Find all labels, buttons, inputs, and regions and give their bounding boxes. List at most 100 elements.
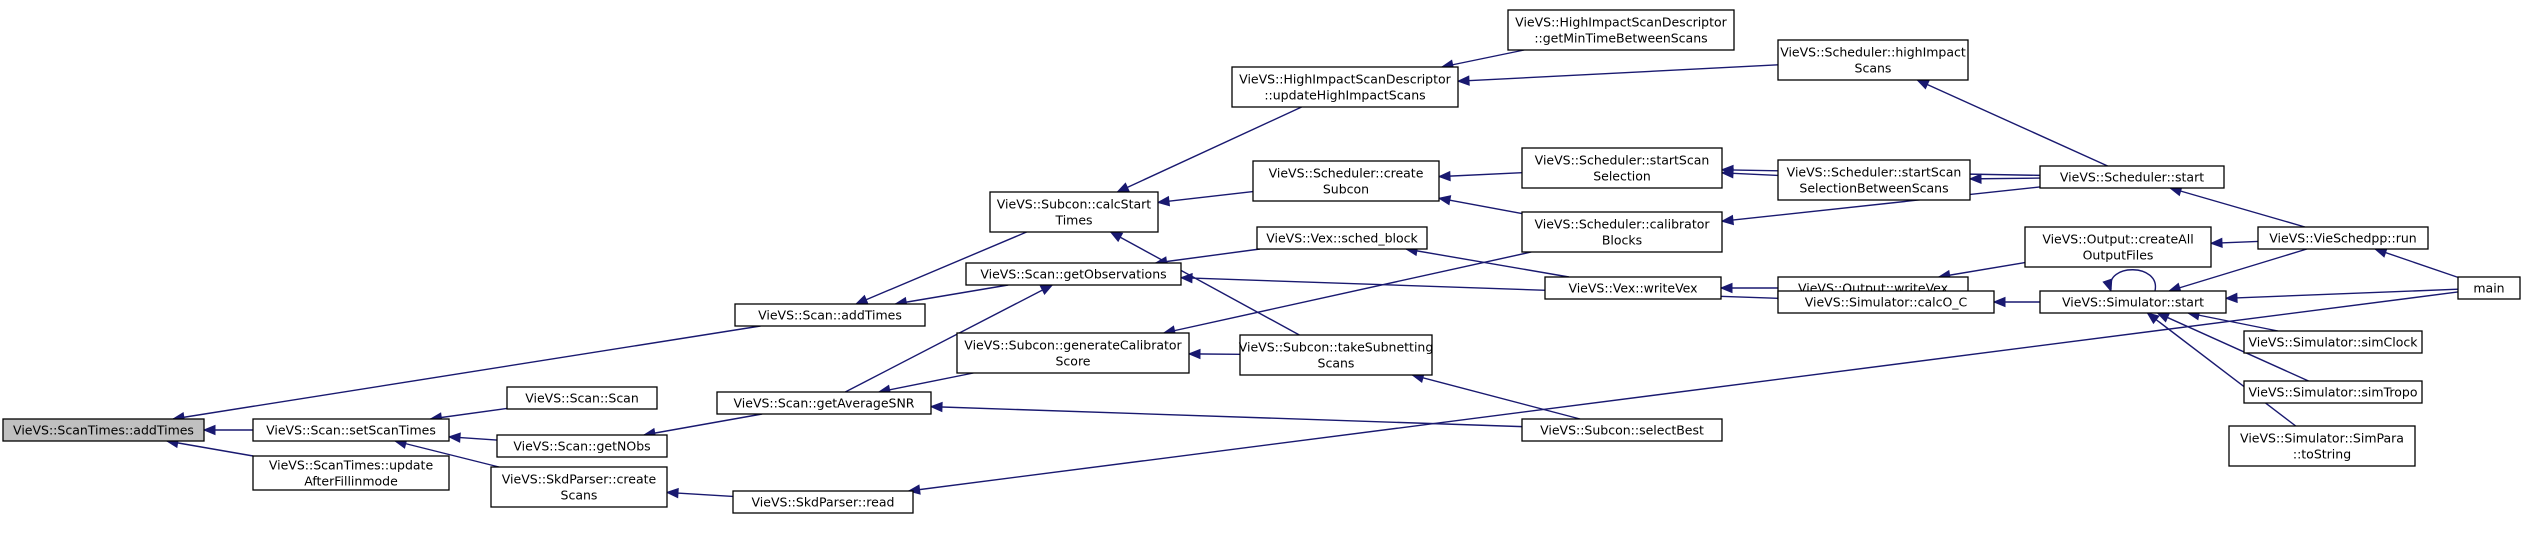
node-setScanTimes[interactable]: VieVS::Scan::setScanTimes: [252, 418, 450, 442]
node-label-line: VieVS::Scan::getObservations: [980, 267, 1166, 282]
node-box: [956, 332, 1190, 374]
edge-line: [1157, 190, 1254, 204]
edge-line: [1438, 197, 1523, 215]
node-box: [2039, 290, 2227, 314]
edge-skdRead-to-skdCreateScans: [665, 487, 734, 499]
node-label-line: VieVS::VieSchedpp::run: [2269, 231, 2416, 246]
arrowhead: [1437, 195, 1452, 206]
edge-line: [1405, 248, 1570, 278]
node-schedBlock[interactable]: VieVS::Vex::sched_block: [1256, 226, 1428, 250]
node-simTropo[interactable]: VieVS::Simulator::simTropo: [2243, 380, 2423, 404]
edge-getAverageSNR-to-getNObs: [642, 413, 763, 439]
node-box: [252, 455, 450, 491]
node-box: [965, 262, 1182, 286]
node-getNObs[interactable]: VieVS::Scan::getNObs: [496, 434, 668, 458]
edge-line: [2157, 312, 2309, 382]
node-updateHighImpact[interactable]: VieVS::HighImpactScanDescriptor::updateH…: [1231, 66, 1459, 108]
edge-getNObs-to-setScanTimes: [447, 432, 498, 443]
edge-line: [2374, 248, 2459, 279]
edge-startScanSelBetween-to-startScanSelection: [1720, 168, 1779, 179]
edge-line: [1117, 106, 1302, 193]
arrowhead: [2156, 312, 2171, 323]
edge-highImpactScans-to-updateHighImpact: [1456, 64, 1779, 86]
node-label-line: Times: [1054, 213, 1092, 228]
node-getObservations[interactable]: VieVS::Scan::getObservations: [965, 262, 1182, 286]
edge-line: [1916, 79, 2108, 167]
edge-startScanSelection-to-createSubcon: [1437, 170, 1523, 182]
edge-calibratorBlocks-to-createSubcon: [1437, 195, 1523, 215]
node-scanScan[interactable]: VieVS::Scan::Scan: [506, 386, 658, 410]
edge-line: [1163, 251, 1532, 334]
node-label-line: VieVS::Scan::setScanTimes: [266, 423, 436, 438]
edge-scanAddTimes-to-addTimes_root: [171, 325, 761, 423]
arrowhead: [2209, 237, 2223, 249]
node-scanAddTimes[interactable]: VieVS::Scan::addTimes: [734, 303, 926, 327]
arrowhead: [202, 424, 216, 436]
node-addTimes_root[interactable]: VieVS::ScanTimes::addTimes: [2, 418, 205, 442]
node-getAverageSNR[interactable]: VieVS::Scan::getAverageSNR: [716, 391, 932, 415]
node-writeVex[interactable]: VieVS::Vex::writeVex: [1544, 276, 1722, 300]
node-selectBest[interactable]: VieVS::Subcon::selectBest: [1521, 418, 1723, 442]
node-box: [2228, 425, 2416, 467]
arrowhead: [1720, 214, 1734, 226]
node-box: [496, 434, 668, 458]
node-label-line: VieVS::HighImpactScanDescriptor: [1515, 15, 1727, 30]
arrowhead: [447, 432, 461, 443]
node-box: [1256, 226, 1428, 250]
node-label-line: Scans: [1855, 61, 1892, 76]
edge-line: [172, 325, 761, 420]
node-simClock[interactable]: VieVS::Simulator::simClock: [2243, 330, 2423, 354]
node-label-line: ::updateHighImpactScans: [1264, 88, 1425, 103]
edge-setScanTimes-to-addTimes_root: [202, 424, 253, 436]
node-label-line: Scans: [1318, 356, 1355, 371]
node-label-line: VieVS::Output::createAll: [2042, 232, 2193, 247]
arrowhead: [854, 294, 869, 305]
edge-line: [2169, 187, 2306, 228]
node-box: [1521, 418, 1723, 442]
node-label-line: VieVS::Scheduler::calibrator: [1534, 217, 1710, 232]
node-schedulerStart[interactable]: VieVS::Scheduler::start: [2039, 165, 2225, 189]
node-label-line: VieVS::Scheduler::highImpact: [1780, 45, 1966, 60]
node-label-line: VieVS::HighImpactScanDescriptor: [1239, 72, 1451, 87]
edge-line: [1721, 186, 2041, 222]
node-simStart[interactable]: VieVS::Simulator::start: [2039, 290, 2227, 314]
node-label-line: Selection: [1593, 169, 1651, 184]
arrowhead: [2102, 278, 2113, 293]
node-vieSchedRun[interactable]: VieVS::VieSchedpp::run: [2257, 226, 2429, 250]
node-label-line: VieVS::Subcon::calcStart: [997, 197, 1152, 212]
edge-line: [878, 372, 974, 393]
edge-takeSubnetting-to-generateCalibrator: [1187, 348, 1241, 360]
node-box: [1507, 9, 1735, 51]
edge-line: [2225, 288, 2459, 300]
edge-simStart-to-calcOC: [1992, 296, 2040, 308]
node-calcOC[interactable]: VieVS::Simulator::calcO_C: [1777, 290, 1995, 314]
node-main[interactable]: main: [2457, 276, 2521, 300]
arrowhead: [1968, 173, 1982, 184]
edge-line: [1969, 177, 2041, 180]
node-label-line: VieVS::Subcon::selectBest: [1540, 423, 1704, 438]
edge-main-to-skdRead: [907, 291, 2459, 495]
node-box: [490, 466, 668, 508]
node-box: [716, 391, 932, 415]
edge-line: [166, 440, 254, 457]
node-getMinTime[interactable]: VieVS::HighImpactScanDescriptor::getMinT…: [1507, 9, 1735, 51]
edge-simParaToString-to-simStart: [2146, 312, 2297, 427]
arrowhead: [1437, 170, 1451, 182]
node-skdRead[interactable]: VieVS::SkdParser::read: [732, 490, 914, 514]
edge-vieSchedRun-to-schedulerStart: [2168, 186, 2306, 228]
node-startScanSelBetween[interactable]: VieVS::Scheduler::startScanSelectionBetw…: [1777, 159, 1971, 201]
node-box: [1521, 211, 1723, 253]
node-simParaToString[interactable]: VieVS::Simulator::SimPara::toString: [2228, 425, 2416, 467]
node-label-line: VieVS::SkdParser::create: [502, 472, 657, 487]
